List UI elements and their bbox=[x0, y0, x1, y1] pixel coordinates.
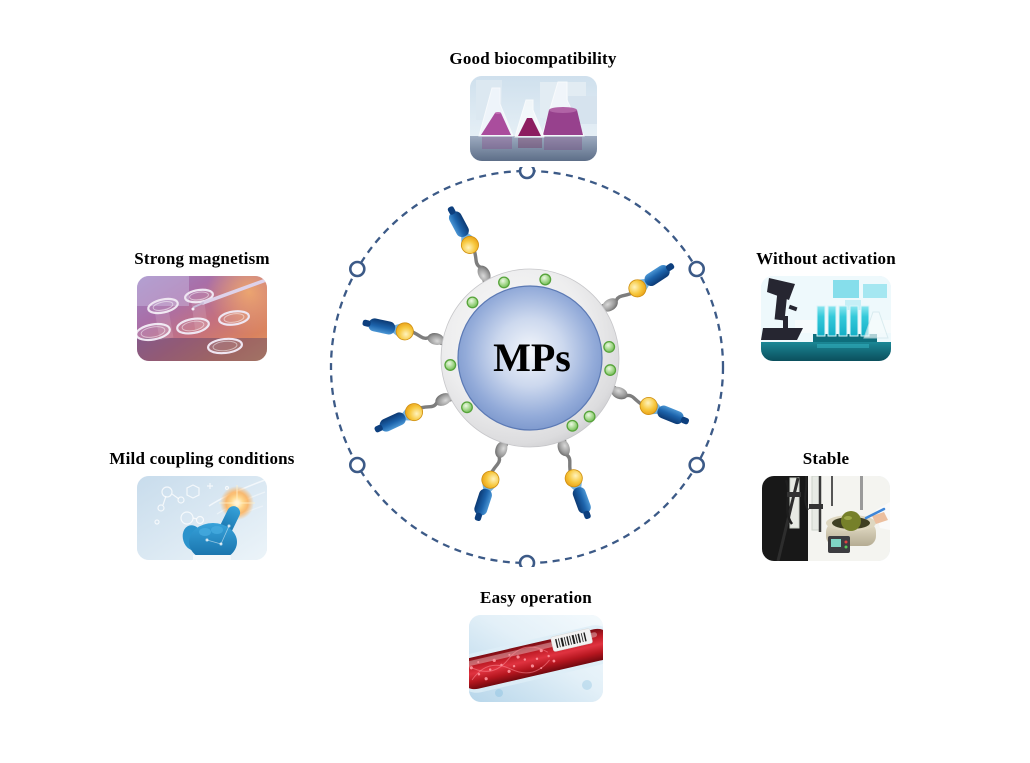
blood-tube-dna-image bbox=[469, 615, 603, 702]
antibody-chain-lower-left bbox=[369, 384, 460, 440]
orbit-node-bottom bbox=[518, 554, 536, 567]
feature-label-strong-magnetism: Strong magnetism bbox=[134, 249, 270, 268]
orbit-node-lower-right bbox=[688, 456, 706, 474]
feature-label-good-biocompatibility: Good biocompatibility bbox=[449, 49, 617, 68]
surface-bead bbox=[498, 276, 510, 289]
glove-glow-image bbox=[137, 476, 267, 560]
feature-thumb-good-biocompatibility bbox=[469, 76, 597, 161]
orbit-node-top bbox=[518, 167, 536, 180]
feature-thumb-strong-magnetism bbox=[137, 276, 267, 361]
feature-thumb-stable bbox=[762, 476, 890, 561]
surface-bead bbox=[461, 401, 473, 414]
orbit-node-upper-right bbox=[688, 260, 706, 278]
feature-label-mild-coupling-conditions: Mild coupling conditions bbox=[109, 449, 295, 468]
antibody-chain-upper-left bbox=[440, 201, 500, 290]
feature-strong-magnetism: Strong magnetism bbox=[122, 248, 282, 361]
antibody-chain-upper-right bbox=[594, 256, 680, 322]
feature-label-without-activation: Without activation bbox=[756, 249, 896, 268]
mps-label: MPs bbox=[493, 335, 571, 380]
feature-thumb-mild-coupling-conditions bbox=[137, 476, 267, 560]
antibody-chain-left bbox=[359, 312, 452, 351]
orbit-node-lower-left bbox=[348, 456, 366, 474]
feature-good-biocompatibility: Good biocompatibility bbox=[413, 48, 653, 161]
antibody-chain-bottom-left bbox=[467, 433, 514, 525]
surface-beads bbox=[444, 273, 617, 432]
antibody-chain-bottom-right bbox=[548, 432, 599, 524]
antibody-chain-right bbox=[602, 379, 694, 432]
feature-label-stable: Stable bbox=[802, 449, 850, 468]
feature-stable: Stable bbox=[746, 448, 906, 561]
feature-mild-coupling-conditions: Mild coupling conditions bbox=[92, 448, 312, 560]
mps-sphere-core bbox=[457, 285, 603, 431]
feature-thumb-easy-operation bbox=[469, 615, 603, 702]
surface-bead bbox=[466, 296, 479, 309]
orbit-dashed-circle bbox=[329, 169, 725, 565]
mps-orbit-diagram: MPs bbox=[329, 167, 725, 567]
feature-label-easy-operation: Easy operation bbox=[480, 588, 592, 607]
surface-bead bbox=[444, 359, 457, 371]
rotary-evaporator-image bbox=[762, 476, 890, 561]
test-tubes-pipette-image bbox=[137, 276, 267, 361]
surface-bead bbox=[604, 364, 617, 377]
cyan-tubes-microscope-image bbox=[761, 276, 891, 361]
flasks-purple-image bbox=[469, 76, 597, 161]
feature-thumb-without-activation bbox=[761, 276, 891, 361]
surface-bead bbox=[566, 419, 579, 432]
surface-bead bbox=[583, 410, 596, 423]
feature-without-activation: Without activation bbox=[746, 248, 906, 361]
surface-bead bbox=[539, 273, 552, 286]
feature-easy-operation: Easy operation bbox=[416, 587, 656, 702]
orbit-node-upper-left bbox=[348, 260, 366, 278]
orbit-nodes bbox=[348, 167, 706, 567]
mps-sphere: MPs bbox=[440, 268, 620, 448]
surface-bead bbox=[603, 340, 616, 353]
